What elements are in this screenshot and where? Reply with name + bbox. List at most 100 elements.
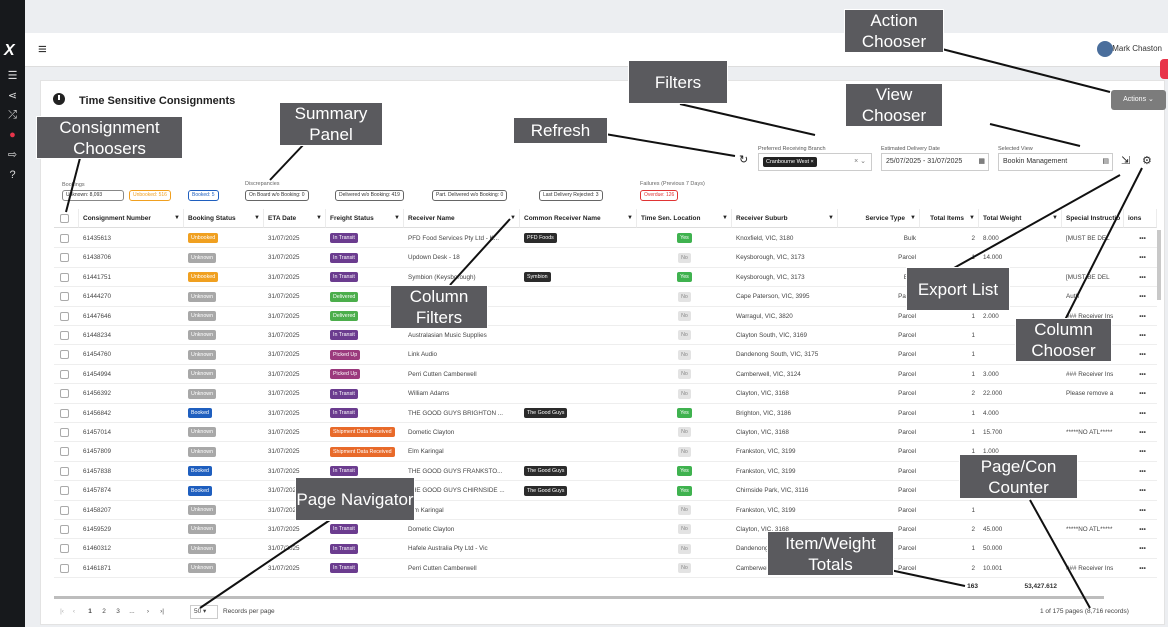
row-actions-icon[interactable]: ••• [1139,487,1146,495]
summary-delivered-wo-booking[interactable]: Delivered w/o Booking: 419 [335,190,404,201]
filter-icon[interactable]: ▼ [969,215,975,221]
select-all-checkbox[interactable] [60,214,69,223]
row-checkbox[interactable] [60,544,69,554]
menu-icon[interactable]: ≡ [38,41,47,58]
column-header[interactable]: Booking Status▼ [184,209,264,228]
column-header[interactable]: ETA Date▼ [264,209,326,228]
row-actions-icon[interactable]: ••• [1139,526,1146,533]
row-checkbox[interactable] [60,292,69,302]
row-checkbox[interactable] [60,369,69,379]
notification-tab[interactable] [1160,59,1168,79]
row-actions-icon[interactable]: ••• [1139,351,1146,359]
row-checkbox[interactable] [60,272,69,282]
row-actions-icon[interactable]: ••• [1139,254,1146,262]
view-list-icon[interactable]: ▤ [1102,158,1109,165]
row-checkbox[interactable] [60,428,69,437]
row-actions-icon[interactable]: ••• [1139,409,1146,417]
filter-icon[interactable]: ▼ [1052,215,1058,221]
row-checkbox[interactable] [60,311,69,321]
row-actions-icon[interactable]: ••• [1139,564,1146,572]
filter-icon[interactable]: ▼ [828,215,834,221]
row-actions-icon[interactable]: ••• [1139,332,1146,339]
row-actions-icon[interactable]: ••• [1139,273,1146,281]
clear-chevron-icon[interactable]: × ⌄ [854,158,866,165]
actions-button[interactable]: Actions ⌄ [1111,90,1166,110]
branch-select[interactable]: Cranbourne West × × ⌄ [758,153,872,171]
shuffle-icon[interactable]: ⤮ [8,109,17,121]
share-icon[interactable]: ⋖ [7,90,18,102]
export-icon[interactable]: ⇲ [1121,155,1131,167]
row-checkbox[interactable] [60,486,69,496]
column-header[interactable]: Total Weight▼ [979,209,1062,228]
row-actions-icon[interactable]: ••• [1139,370,1146,378]
column-header[interactable]: Common Receiver Name▼ [520,209,637,228]
clock-nav-icon[interactable]: ● [9,129,16,141]
page-2[interactable]: 2 [102,608,106,615]
summary-last-rejected[interactable]: Last Delivery Rejected: 3 [539,190,603,201]
row-actions-icon[interactable]: ••• [1139,545,1146,553]
user-name[interactable]: Mark Chaston [1112,44,1162,53]
avatar[interactable] [1097,41,1113,57]
row-checkbox[interactable] [60,466,69,476]
page-3[interactable]: 3 [116,608,120,615]
row-checkbox[interactable] [60,350,69,360]
row-actions-icon[interactable]: ••• [1139,506,1146,514]
summary-part-delivered[interactable]: Part. Delivered w/o Booking: 0 [432,190,508,201]
row-actions-icon[interactable]: ••• [1139,293,1146,301]
help-icon[interactable]: ? [9,169,16,181]
summary-overdue[interactable]: Overdue: 126 [640,190,679,201]
column-header[interactable]: Special Instructio [1062,209,1124,228]
summary-unbooked[interactable]: Unbooked: 516 [129,190,171,201]
row-checkbox[interactable] [60,234,69,243]
page-1[interactable]: 1 [88,608,92,615]
vertical-scrollbar[interactable] [1157,230,1161,300]
row-checkbox[interactable] [60,389,69,399]
row-checkbox[interactable] [60,563,69,573]
column-header[interactable]: Total Items▼ [920,209,979,228]
row-checkbox[interactable] [60,253,69,263]
column-header[interactable]: Receiver Name▼ [404,209,520,228]
column-header[interactable]: Receiver Suburb▼ [732,209,838,228]
column-header[interactable]: Service Type▼ [838,209,920,228]
column-header[interactable]: ions [1124,209,1157,228]
last-page-button[interactable]: ›| [160,608,164,615]
filter-icon[interactable]: ▼ [510,215,516,221]
column-header[interactable]: Consignment Number▼ [79,209,184,228]
sliders-icon[interactable]: ☰ [7,70,18,82]
row-checkbox[interactable] [60,525,69,534]
filter-icon[interactable]: ▼ [722,215,728,221]
row-checkbox[interactable] [60,408,69,418]
row-checkbox[interactable] [60,331,69,340]
gear-icon[interactable]: ⚙ [1142,155,1152,167]
logout-icon[interactable]: ⇨ [7,149,18,161]
page-size-select[interactable]: 50 ▾ [190,605,218,619]
column-header[interactable]: Time Sen. Location▼ [637,209,732,228]
view-select[interactable]: Bookin Management▤ [998,153,1113,171]
next-page-button[interactable]: › [146,608,150,615]
prev-page-button[interactable]: ‹ [72,608,76,615]
row-checkbox[interactable] [60,505,69,515]
filter-icon[interactable]: ▼ [316,215,322,221]
branch-chip[interactable]: Cranbourne West × [763,157,817,167]
first-page-button[interactable]: |‹ [60,608,64,615]
row-actions-icon[interactable]: ••• [1139,312,1146,320]
filter-icon[interactable]: ▼ [910,215,916,221]
date-range-input[interactable]: 25/07/2025 - 31/07/2025▦ [881,153,989,171]
filter-icon[interactable]: ▼ [394,215,400,221]
summary-unknown[interactable]: Unknown: 8,093 [62,190,124,201]
row-checkbox[interactable] [60,447,69,457]
horizontal-scrollbar[interactable] [54,596,1104,599]
summary-booked[interactable]: Booked: 5 [188,190,219,201]
filter-icon[interactable]: ▼ [627,215,633,221]
